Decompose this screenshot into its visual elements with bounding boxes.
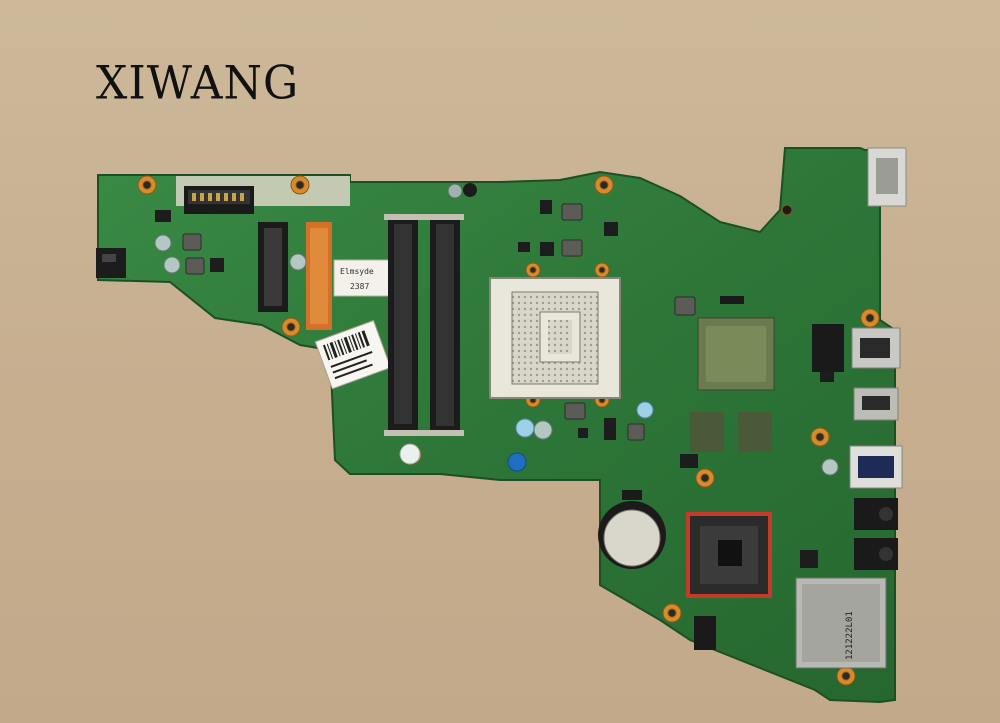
ram-slots	[384, 214, 464, 436]
io-chips	[690, 324, 844, 452]
orange-sticker	[306, 222, 332, 330]
sticker-left-code: 2387	[350, 282, 369, 291]
small-chips	[155, 200, 834, 568]
chipset	[697, 317, 775, 391]
watermark-text: XIWANG	[96, 56, 300, 111]
inductors	[182, 203, 696, 441]
pch-chip	[686, 512, 772, 598]
ribbon-connector	[694, 616, 716, 650]
barcode-label	[314, 319, 392, 390]
mini-pcie-slot	[258, 222, 288, 312]
pcb-board	[97, 147, 896, 704]
card-reader-label: 121222L01	[845, 611, 855, 660]
battery-connector	[184, 186, 254, 214]
white-label-top: Elmsyde 2387	[333, 259, 395, 297]
sticker-left-text: Elmsyde	[340, 267, 374, 276]
io-ports	[849, 147, 907, 570]
capacitors	[154, 183, 839, 476]
power-connector	[96, 248, 126, 278]
card-reader: 121222L01	[795, 577, 887, 669]
cmos-battery	[598, 490, 666, 569]
small-connector	[720, 296, 744, 304]
cpu-socket	[489, 277, 621, 399]
